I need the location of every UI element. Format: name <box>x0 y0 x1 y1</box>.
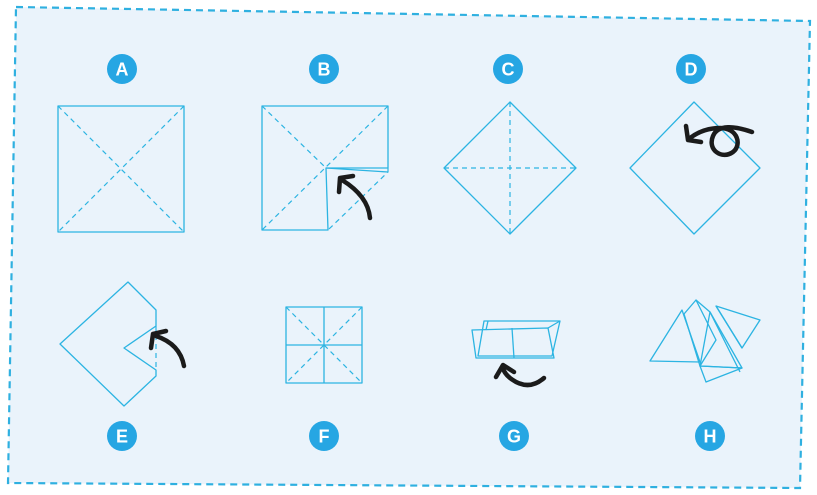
step-h-label: H <box>704 427 717 447</box>
step-g: G <box>471 320 561 451</box>
step-d: D <box>629 54 761 235</box>
step-g-badge: G <box>499 421 529 451</box>
step-e: E <box>59 281 187 451</box>
step-e-arrowhead <box>148 328 169 351</box>
step-e-folded-diamond <box>59 281 157 407</box>
step-e-label: E <box>116 427 128 447</box>
step-g-folded-shape <box>471 320 561 359</box>
step-a-badge: A <box>107 54 137 84</box>
step-b-label: B <box>318 60 331 80</box>
step-d-arrowhead <box>683 123 704 145</box>
step-b-arrowhead <box>336 173 356 195</box>
step-a: A <box>57 54 185 233</box>
step-a-label: A <box>116 60 129 80</box>
step-a-square-paper <box>57 105 185 233</box>
step-f-badge: F <box>309 421 339 451</box>
step-c-label: C <box>502 60 515 80</box>
step-b-folded-corner <box>261 105 389 231</box>
step-d-label: D <box>685 60 698 80</box>
step-b-fold-arrow <box>339 177 373 221</box>
step-e-fold-arrow <box>153 333 187 369</box>
step-h-fortune-teller <box>649 299 761 383</box>
step-d-badge: D <box>676 54 706 84</box>
step-h-badge: H <box>695 421 725 451</box>
diagram-panel <box>6 5 812 490</box>
step-d-turn-over-arrow <box>687 125 755 158</box>
step-b: B <box>261 54 389 231</box>
step-g-label: G <box>507 427 521 447</box>
step-f: F <box>285 306 363 451</box>
step-h: H <box>649 299 761 451</box>
step-c: C <box>443 54 577 235</box>
step-g-arrowhead <box>493 362 517 380</box>
step-c-diamond-paper <box>443 101 577 235</box>
step-b-badge: B <box>309 54 339 84</box>
step-f-square-creased <box>285 306 363 384</box>
step-e-badge: E <box>107 421 137 451</box>
step-c-badge: C <box>493 54 523 84</box>
step-f-label: F <box>319 427 330 447</box>
step-g-fold-arrow <box>500 365 547 388</box>
